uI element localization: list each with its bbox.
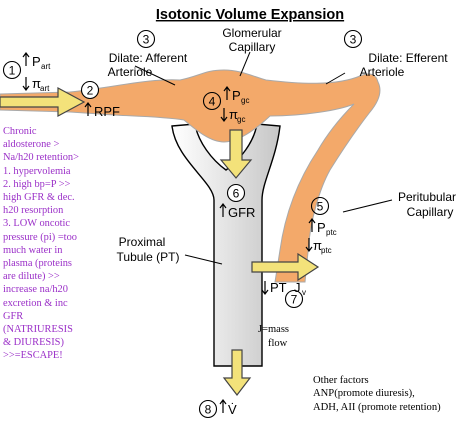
note-line: (NATRIURESIS — [3, 324, 73, 336]
peritubular-label-line2: Capillary — [407, 205, 454, 219]
step-6-circle — [226, 183, 246, 203]
up-arrow-icon — [219, 203, 227, 217]
chronic-aldosterone-note: Chronic aldosterone > Na/h20 retention> … — [3, 125, 131, 363]
filtration-arrow — [219, 129, 253, 179]
other-factors-line: Other factors — [313, 375, 369, 386]
note-line: GFR — [3, 310, 24, 322]
rpf-arrow — [0, 86, 86, 118]
peritubular-label-line1: Peritubular — [398, 190, 456, 204]
note-line: 2. high bp=P >> — [3, 178, 71, 190]
step-5-number: 5 — [317, 200, 324, 214]
diagram-title: Isotonic Volume Expansion — [156, 7, 344, 23]
afferent-glomerular-efferent-vessel — [0, 69, 381, 283]
step-3-efferent-number: 3 — [350, 33, 357, 47]
gfr-symbol: GFR — [228, 205, 255, 220]
step-1-number: 1 — [9, 64, 16, 78]
note-line: >>=ESCAPE! — [3, 350, 63, 362]
p-art-symbol: P — [32, 54, 41, 69]
jv-symbol: J — [294, 280, 301, 295]
reabsorption-arrow — [251, 252, 320, 282]
note-line: excretion & inc — [3, 297, 68, 309]
step-1-circle — [2, 60, 22, 80]
note-line: 3. LOW oncotic — [3, 218, 71, 230]
up-arrow-icon — [223, 86, 231, 100]
proximal-label-line2: Tubule (PT) — [117, 250, 180, 264]
jv-subscript: v — [302, 288, 306, 297]
v-symbol: V̇ — [228, 402, 237, 417]
note-line: 1. hypervolemia — [3, 165, 71, 177]
note-line: increase na/h20 — [3, 284, 68, 296]
step-6-number: 6 — [233, 187, 240, 201]
note-line: high GFR & dec. — [3, 192, 75, 204]
note-line: are dilute) >> — [3, 271, 60, 283]
note-line: much water in — [3, 244, 63, 256]
rpf-symbol: RPF — [94, 104, 120, 119]
afferent-label-line1: Dilate: Afferent — [109, 51, 188, 65]
other-factors-line: ANP(promote diuresis), — [313, 388, 415, 400]
efferent-label-line2: Arteriole — [360, 65, 405, 79]
step-2-number: 2 — [87, 84, 94, 98]
step-5-circle — [310, 196, 330, 216]
p-gc-subscript: gc — [241, 96, 249, 105]
p-ptc-symbol: P — [317, 220, 326, 235]
afferent-leader-line — [134, 65, 176, 86]
note-line: h20 resorption — [3, 205, 64, 217]
proximal-leader-line — [184, 254, 223, 265]
step-4-number: 4 — [209, 95, 216, 109]
down-arrow-icon — [22, 77, 30, 91]
step-3-afferent-circle — [136, 29, 156, 49]
up-arrow-icon — [308, 218, 316, 232]
step-7-number: 7 — [291, 293, 298, 307]
p-ptc-subscript: ptc — [326, 228, 337, 237]
step-2-circle — [80, 80, 100, 100]
urine-flow-arrow — [222, 349, 252, 396]
proximal-tubule — [171, 123, 281, 367]
note-line: Chronic — [3, 126, 37, 137]
p-art-subscript: art — [41, 62, 51, 71]
efferent-leader-line — [325, 72, 346, 85]
up-arrow-icon — [219, 399, 227, 413]
pi-gc-subscript: gc — [237, 115, 245, 124]
down-arrow-icon — [261, 281, 269, 295]
step-8-number: 8 — [205, 403, 212, 417]
step-3-afferent-number: 3 — [143, 33, 150, 47]
afferent-label-line2: Arteriole — [108, 65, 153, 79]
mass-flow-label-line2: flow — [268, 338, 288, 349]
step-4-circle — [202, 91, 222, 111]
down-arrow-icon — [305, 238, 313, 252]
proximal-label-line1: Proximal — [119, 235, 166, 249]
other-factors-line: ADH, AII (promote retention) — [313, 401, 441, 413]
glomerular-leader-line — [239, 51, 251, 77]
efferent-label-line1: Dilate: Efferent — [368, 51, 448, 65]
up-arrow-icon — [84, 102, 92, 116]
step-7-circle — [284, 289, 304, 309]
other-factors-note: Other factors ANP(promote diuresis), ADH… — [313, 374, 473, 414]
pi-art-subscript: art — [40, 84, 50, 93]
peritubular-leader-line — [342, 199, 393, 213]
pi-gc-symbol: π — [229, 107, 238, 122]
note-line: plasma (proteins — [3, 258, 72, 270]
note-line: aldosterone > — [3, 139, 60, 151]
down-arrow-icon — [220, 108, 228, 122]
glomerular-label-line2: Capillary — [229, 40, 276, 54]
pi-art-symbol: π — [32, 76, 41, 91]
glomerular-label-line1: Glomerular — [222, 26, 281, 40]
pi-ptc-symbol: π — [313, 238, 322, 253]
p-gc-symbol: P — [232, 88, 241, 103]
pt-symbol: PT — [270, 280, 287, 295]
pi-ptc-subscript: ptc — [321, 246, 332, 255]
step-8-circle — [198, 399, 218, 419]
note-line: pressure (pi) =too — [3, 231, 77, 243]
up-arrow-icon — [22, 52, 30, 66]
note-line: Na/h20 retention> — [3, 152, 79, 164]
step-3-efferent-circle — [343, 29, 363, 49]
note-line: & DIURESIS) — [3, 337, 64, 349]
mass-flow-label-line1: J=mass — [258, 324, 289, 335]
